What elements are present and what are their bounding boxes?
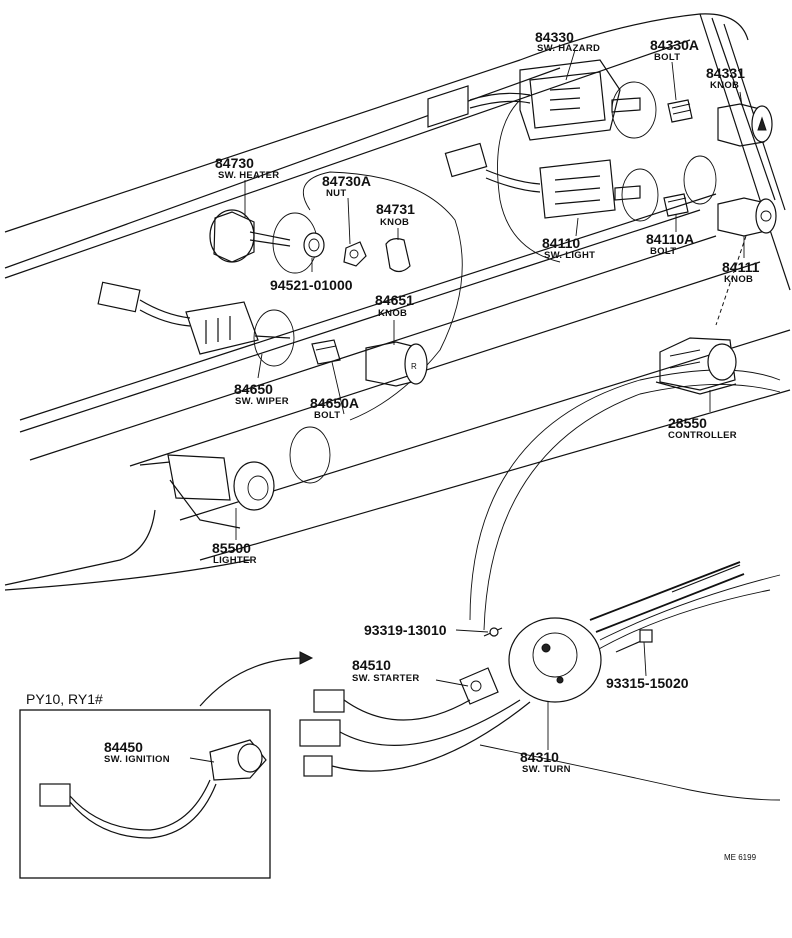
turn-switch-drawing bbox=[508, 561, 745, 703]
label-84450: 84450 SW. IGNITION bbox=[104, 739, 170, 765]
label-84330A: 84330A BOLT bbox=[650, 37, 699, 63]
svg-text:84730A: 84730A bbox=[322, 173, 371, 189]
svg-text:84510: 84510 bbox=[352, 657, 391, 673]
svg-text:KNOB: KNOB bbox=[724, 274, 753, 285]
light-switch-drawing bbox=[444, 142, 641, 219]
svg-text:KNOB: KNOB bbox=[710, 80, 739, 91]
svg-text:KNOB: KNOB bbox=[378, 308, 407, 319]
svg-text:84450: 84450 bbox=[104, 739, 143, 755]
label-28550: 28550 CONTROLLER bbox=[668, 415, 737, 441]
wiper-switch-drawing bbox=[97, 281, 291, 355]
inset-box bbox=[19, 709, 271, 879]
label-84330: 84330 SW. HAZARD bbox=[535, 29, 600, 54]
light-knob-drawing bbox=[717, 197, 777, 237]
wiper-bolt-drawing bbox=[311, 339, 341, 365]
svg-text:84331: 84331 bbox=[706, 65, 745, 81]
heater-knob-drawing bbox=[385, 238, 411, 273]
svg-text:KNOB: KNOB bbox=[380, 217, 409, 228]
svg-text:84650A: 84650A bbox=[310, 395, 359, 411]
label-93319: 93319-13010 bbox=[364, 622, 447, 638]
controller-leader bbox=[715, 235, 747, 326]
svg-text:SW. STARTER: SW. STARTER bbox=[352, 673, 420, 684]
svg-text:84651: 84651 bbox=[375, 292, 414, 308]
svg-text:NUT: NUT bbox=[326, 188, 346, 199]
svg-text:SW. IGNITION: SW. IGNITION bbox=[104, 754, 170, 765]
label-84731: 84731 KNOB bbox=[376, 201, 415, 228]
ignition-switch-drawing bbox=[39, 739, 267, 839]
hazard-switch-drawing bbox=[427, 59, 641, 141]
svg-text:SW. HEATER: SW. HEATER bbox=[218, 170, 279, 181]
column-harness-drawing bbox=[299, 689, 531, 777]
column-screw-drawing bbox=[483, 627, 503, 637]
figure-code: ME 6199 bbox=[724, 853, 757, 862]
svg-text:LIGHTER: LIGHTER bbox=[213, 555, 257, 566]
wiper-knob-drawing: R bbox=[365, 341, 428, 387]
label-84331: 84331 KNOB bbox=[706, 65, 745, 91]
svg-text:BOLT: BOLT bbox=[654, 52, 680, 63]
label-84730: 84730 SW. HEATER bbox=[215, 155, 279, 181]
label-84650: 84650 SW. WIPER bbox=[234, 381, 289, 407]
label-84510: 84510 SW. STARTER bbox=[352, 657, 420, 684]
svg-text:94521-01000: 94521-01000 bbox=[270, 277, 353, 293]
label-84310: 84310 SW. TURN bbox=[520, 749, 571, 775]
svg-text:BOLT: BOLT bbox=[650, 246, 676, 257]
heater-switch-drawing bbox=[209, 209, 291, 263]
svg-text:84110: 84110 bbox=[542, 235, 580, 251]
svg-text:84730: 84730 bbox=[215, 155, 254, 171]
label-84111: 84111 KNOB bbox=[722, 259, 760, 285]
label-84110A: 84110A BOLT bbox=[646, 231, 694, 257]
starter-switch-drawing bbox=[459, 667, 499, 705]
hazard-knob-drawing bbox=[717, 103, 773, 147]
label-94521: 94521-01000 bbox=[270, 277, 353, 293]
label-93315: 93315-15020 bbox=[606, 675, 689, 691]
svg-text:SW. HAZARD: SW. HAZARD bbox=[537, 43, 600, 54]
svg-text:93319-13010: 93319-13010 bbox=[364, 622, 447, 638]
svg-text:SW. TURN: SW. TURN bbox=[522, 764, 571, 775]
svg-text:CONTROLLER: CONTROLLER bbox=[668, 430, 737, 441]
svg-text:93315-15020: 93315-15020 bbox=[606, 675, 689, 691]
svg-text:28550: 28550 bbox=[668, 415, 707, 431]
svg-text:SW. WIPER: SW. WIPER bbox=[235, 396, 289, 407]
arrow-head-icon bbox=[299, 651, 314, 665]
label-84651: 84651 KNOB bbox=[375, 292, 414, 319]
svg-text:84111: 84111 bbox=[722, 259, 760, 275]
label-84110: 84110 SW. LIGHT bbox=[542, 235, 595, 261]
hazard-bolt-drawing bbox=[667, 99, 693, 123]
turn-screw-drawing bbox=[615, 629, 653, 653]
svg-text:84650: 84650 bbox=[234, 381, 273, 397]
label-84730A: 84730A NUT bbox=[322, 173, 371, 199]
svg-text:85500: 85500 bbox=[212, 540, 251, 556]
svg-text:R: R bbox=[411, 362, 417, 371]
inset-title: PY10, RY1# bbox=[26, 691, 103, 707]
pointer-arrow bbox=[199, 657, 301, 707]
svg-text:84110A: 84110A bbox=[646, 231, 694, 247]
leader-lines bbox=[189, 49, 745, 763]
controller-drawing bbox=[655, 337, 737, 395]
svg-text:SW. LIGHT: SW. LIGHT bbox=[544, 250, 595, 261]
label-85500: 85500 LIGHTER bbox=[212, 540, 257, 566]
label-84650A: 84650A BOLT bbox=[310, 395, 359, 421]
svg-text:84330A: 84330A bbox=[650, 37, 699, 53]
svg-text:BOLT: BOLT bbox=[314, 410, 340, 421]
svg-text:84731: 84731 bbox=[376, 201, 415, 217]
heater-nut-drawing bbox=[303, 232, 367, 267]
lighter-drawing bbox=[4, 454, 275, 586]
svg-text:84330: 84330 bbox=[535, 29, 574, 45]
light-bolt-drawing bbox=[663, 193, 689, 217]
svg-text:84310: 84310 bbox=[520, 749, 559, 765]
